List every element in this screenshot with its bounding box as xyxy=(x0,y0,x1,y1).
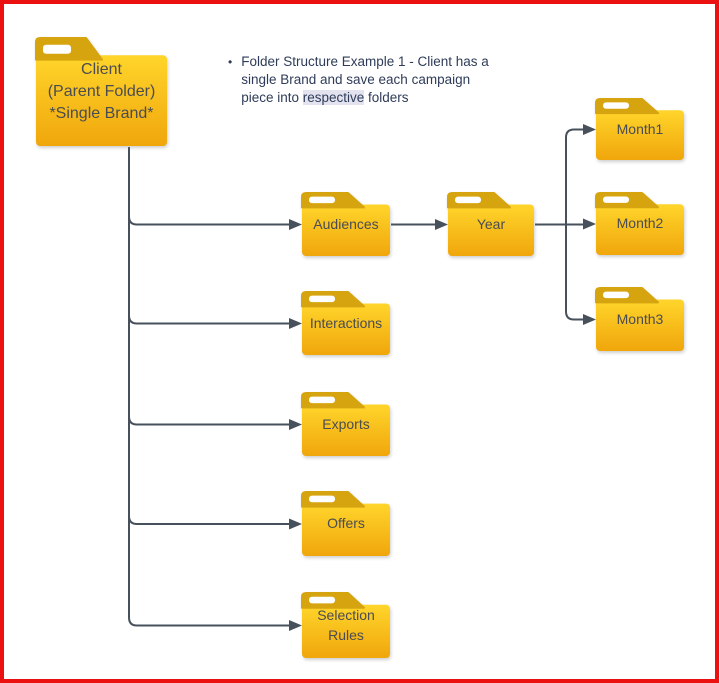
folder-label: Month2 xyxy=(616,215,664,232)
folder-label: Month1 xyxy=(616,120,664,137)
folder-slot-icon xyxy=(603,291,629,299)
folder-icon xyxy=(301,392,390,456)
folder-body xyxy=(302,404,390,456)
folder-label-group: Interactions xyxy=(301,291,391,356)
folder-label: *Single Brand* xyxy=(49,105,154,123)
folder-body xyxy=(36,55,167,146)
note-line-1: Folder Structure Example 1 - Client has … xyxy=(241,54,489,69)
folder-body xyxy=(302,503,390,556)
folder-audiences[interactable]: Audiences xyxy=(301,192,391,257)
folder-exports[interactable]: Exports xyxy=(301,392,391,457)
note-line-2: single Brand and save each campaign xyxy=(241,72,471,87)
folder-label-group: Exports xyxy=(301,392,391,457)
folder-offers[interactable]: Offers xyxy=(301,491,391,557)
folder-label-group: Audiences xyxy=(301,192,391,257)
folder-slot-icon xyxy=(309,295,335,303)
connector-client-exports xyxy=(128,416,289,426)
diagram-note: • Folder Structure Example 1 - Client ha… xyxy=(228,53,489,107)
folder-label-group: Month2 xyxy=(595,192,685,256)
folder-label: Audiences xyxy=(313,215,379,232)
folder-icon xyxy=(301,291,390,355)
folder-label: Client xyxy=(81,60,122,78)
folder-icon xyxy=(301,592,390,658)
folder-body xyxy=(596,204,684,255)
folder-body xyxy=(596,110,684,160)
connector-year-month3 xyxy=(565,224,583,321)
connector-year-month1 xyxy=(565,128,583,225)
folder-slot-icon xyxy=(603,102,629,109)
folder-body xyxy=(302,604,390,658)
folder-body xyxy=(302,303,390,355)
folder-label: Month3 xyxy=(616,310,664,327)
note-text: Folder Structure Example 1 - Client has … xyxy=(241,53,489,107)
folder-label-group: Client (Parent Folder) *Single Brand* xyxy=(35,37,168,147)
folder-body xyxy=(596,299,684,351)
folder-month2[interactable]: Month2 xyxy=(595,192,685,256)
folder-icon xyxy=(301,491,390,556)
folder-label-group: Month1 xyxy=(595,98,685,161)
folder-icon xyxy=(35,37,167,146)
highlighted-word: respective xyxy=(302,90,365,105)
folder-label: Year xyxy=(476,215,506,232)
folder-label: Offers xyxy=(327,515,365,532)
folder-slot-icon xyxy=(309,396,335,404)
connector-client-offers xyxy=(128,515,289,525)
folder-slot-icon xyxy=(43,44,71,54)
folder-label: (Parent Folder) xyxy=(47,82,156,100)
folder-label: Interactions xyxy=(309,314,383,331)
folder-body xyxy=(302,204,390,256)
connector-client-audiences xyxy=(128,216,289,226)
folder-slot-icon xyxy=(603,196,629,203)
folder-icon xyxy=(301,192,390,256)
bullet-icon: • xyxy=(228,55,233,69)
folder-label: Selection xyxy=(317,607,375,624)
folder-label-group: Offers xyxy=(301,491,391,557)
connector-client-interactions xyxy=(128,315,289,325)
folder-icon xyxy=(447,192,534,256)
folder-label: Exports xyxy=(322,415,370,432)
folder-month1[interactable]: Month1 xyxy=(595,98,685,161)
folder-icon xyxy=(595,192,684,255)
folder-slot-icon xyxy=(309,596,335,604)
folder-year[interactable]: Year xyxy=(447,192,535,257)
folder-slot-icon xyxy=(309,196,335,204)
folder-month3[interactable]: Month3 xyxy=(595,287,685,352)
note-line-3: piece into respective folders xyxy=(241,90,409,105)
connector-client-selection-rules xyxy=(128,617,289,627)
folder-label-group: Month3 xyxy=(595,287,685,352)
folder-label: Rules xyxy=(328,626,364,643)
folder-icon xyxy=(595,287,684,351)
folder-interactions[interactable]: Interactions xyxy=(301,291,391,356)
folder-slot-icon xyxy=(455,196,481,204)
folder-slot-icon xyxy=(309,495,335,503)
folder-label-group: Year xyxy=(447,192,535,257)
folder-body xyxy=(448,204,534,256)
folder-icon xyxy=(595,98,684,160)
folder-client[interactable]: Client (Parent Folder) *Single Brand* xyxy=(35,37,168,147)
